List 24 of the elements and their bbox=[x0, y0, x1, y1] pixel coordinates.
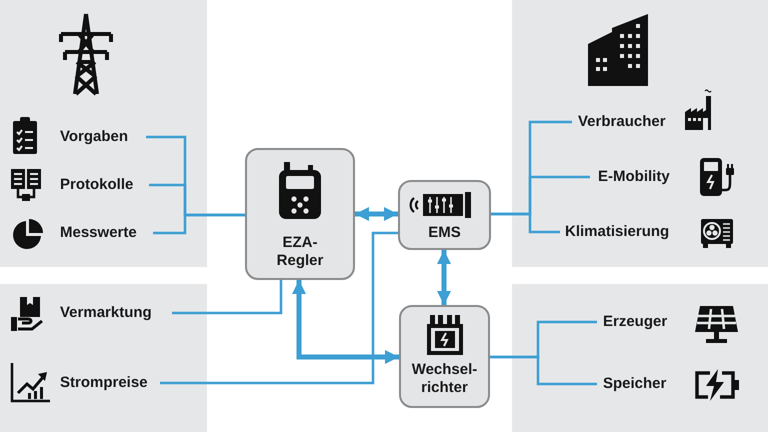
process-box bbox=[398, 180, 491, 250]
item-label: Strompreise bbox=[60, 374, 160, 392]
box-label: EMS bbox=[427, 224, 462, 242]
item-label: Vorgaben bbox=[60, 128, 146, 146]
box-label: Wechsel- richter bbox=[410, 361, 478, 397]
item-label: Verbraucher bbox=[572, 113, 678, 131]
double-arrow bbox=[292, 280, 399, 364]
item-label: Protokolle bbox=[60, 176, 149, 194]
box-label: EZA- Regler bbox=[276, 234, 324, 270]
connector-line bbox=[172, 280, 282, 314]
item-label: Erzeuger bbox=[597, 313, 677, 331]
double-arrow bbox=[355, 207, 398, 221]
item-label: Klimatisierung bbox=[560, 223, 684, 241]
connector-line bbox=[490, 356, 597, 386]
double-arrow bbox=[437, 250, 451, 305]
item-label: E-Mobility bbox=[590, 168, 682, 186]
connector-line bbox=[153, 214, 245, 234]
item-label: Messwerte bbox=[60, 224, 153, 242]
process-box bbox=[245, 148, 355, 280]
item-label: Speicher bbox=[597, 375, 677, 393]
item-label: Vermarktung bbox=[60, 304, 172, 322]
connector-line bbox=[491, 212, 560, 234]
connector-line bbox=[160, 232, 398, 384]
process-box bbox=[399, 305, 490, 408]
